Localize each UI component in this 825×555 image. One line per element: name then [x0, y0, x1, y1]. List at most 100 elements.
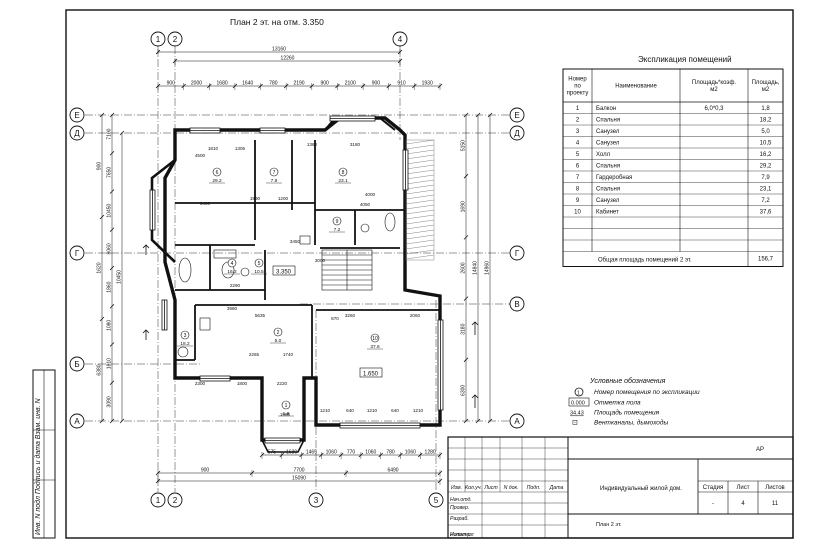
stamp-sheet-value: 4: [741, 501, 745, 507]
svg-text:2: 2: [173, 35, 178, 44]
svg-text:1680: 1680: [217, 81, 228, 87]
svg-text:А: А: [74, 417, 80, 426]
room-label-7: 77.9: [266, 167, 282, 184]
svg-text:Холл: Холл: [596, 152, 611, 158]
interior-dim-26: 1210: [367, 408, 378, 413]
svg-text:2190: 2190: [293, 81, 304, 87]
svg-text:1080: 1080: [107, 320, 113, 331]
svg-text:15090: 15090: [292, 476, 306, 482]
svg-text:А: А: [514, 417, 520, 426]
svg-text:1060: 1060: [326, 450, 337, 456]
explication-total-label: Общая площадь помещений 2 эт.: [598, 257, 692, 264]
svg-text:1860: 1860: [107, 281, 113, 292]
stamp-col-5: Дата: [549, 485, 564, 491]
svg-text:3180: 3180: [461, 323, 467, 334]
svg-text:2600: 2600: [461, 262, 467, 273]
interior-dim-17: 2300: [195, 381, 206, 386]
svg-text:10450: 10450: [107, 203, 113, 217]
explication-title: Экспликация помещений: [638, 55, 732, 64]
stamp-col-1: Кол.уч.: [465, 485, 482, 491]
terrace-hatch: [405, 139, 435, 261]
dim-top-overall: 13160: [155, 47, 403, 56]
room-label-9: 97.2: [329, 216, 345, 233]
svg-text:Санузел: Санузел: [596, 198, 620, 204]
fixtures: [177, 212, 396, 358]
svg-text:12260: 12260: [281, 56, 295, 62]
stamp-role-2: Разраб.: [450, 516, 469, 522]
legend-item-4: Вентканалы, дымоходы: [594, 419, 668, 427]
svg-text:900: 900: [201, 468, 210, 474]
legend-symbol-1: 1: [577, 391, 580, 397]
svg-text:14840: 14840: [473, 261, 479, 275]
svg-text:8: 8: [342, 170, 345, 176]
svg-text:900: 900: [320, 81, 329, 87]
vent-icon: ⊡: [572, 420, 578, 427]
room-label-3: 318.2: [177, 330, 193, 347]
interior-dim-12: 2290: [230, 283, 241, 288]
axis-left-2: Г: [69, 245, 85, 261]
axis-bottom-1: 1: [150, 492, 166, 508]
interior-dim-23: 2060: [410, 313, 421, 318]
axis-top-4: 4: [392, 31, 408, 47]
svg-text:5150: 5150: [461, 140, 467, 151]
svg-text:910: 910: [397, 81, 406, 87]
legend-item-2: Отметка пола: [594, 400, 641, 407]
svg-text:18.2: 18.2: [180, 341, 190, 347]
axis-bottom-3: 3: [308, 492, 324, 508]
svg-text:3: 3: [576, 129, 580, 135]
svg-text:6380: 6380: [97, 364, 103, 375]
svg-text:9: 9: [576, 198, 580, 204]
room-labels: 629.277.9823.197.21037.6416.2510.5318.22…: [177, 167, 383, 417]
axis-left-1: Д: [69, 125, 85, 141]
svg-text:5: 5: [434, 496, 439, 505]
interior-dim-8: 1200: [278, 196, 289, 201]
interior-dim-19: 2220: [277, 381, 288, 386]
interior-dim-0: 4500: [195, 153, 206, 158]
svg-text:7.9: 7.9: [271, 178, 278, 184]
explication-header-1: Наименование: [615, 84, 657, 90]
stamp-col-3: N док.: [504, 485, 519, 491]
stamp-role-3: Исполнил: [450, 532, 474, 538]
svg-text:2100: 2100: [345, 81, 356, 87]
interior-dim-16: 1740: [283, 352, 294, 357]
axis-bottom-2: 2: [167, 492, 183, 508]
svg-text:7700: 7700: [293, 468, 304, 474]
stamp-sheet-title: План 2 эт.: [596, 522, 622, 528]
svg-text:29.2: 29.2: [212, 178, 222, 184]
svg-text:1060: 1060: [405, 450, 416, 456]
interior-dim-10: 3450: [290, 239, 301, 244]
svg-text:Спальня: Спальня: [596, 187, 620, 193]
interior-dim-3: 1360: [307, 142, 318, 147]
stamp-role-4: Н.контр.: [450, 532, 472, 538]
svg-text:Д: Д: [514, 129, 520, 138]
interior-dim-22: 870: [331, 316, 339, 321]
svg-text:1,8: 1,8: [761, 106, 770, 112]
svg-text:Спальня: Спальня: [596, 118, 620, 124]
svg-text:Г: Г: [75, 249, 80, 258]
interior-dim-2: 1305: [235, 146, 246, 151]
interior-dim-27: 640: [391, 408, 399, 413]
svg-text:2: 2: [277, 330, 280, 336]
svg-text:4: 4: [398, 35, 403, 44]
section-marks: [142, 244, 479, 408]
room-label-8: 823.1: [335, 167, 351, 184]
axis-left-0: Е: [69, 107, 85, 123]
svg-text:Кабинет: Кабинет: [596, 210, 619, 216]
svg-text:5.0: 5.0: [275, 338, 282, 344]
stamp-role-0: Нач.отд.: [450, 497, 472, 503]
dim-left-overall: 10450: [117, 130, 125, 424]
